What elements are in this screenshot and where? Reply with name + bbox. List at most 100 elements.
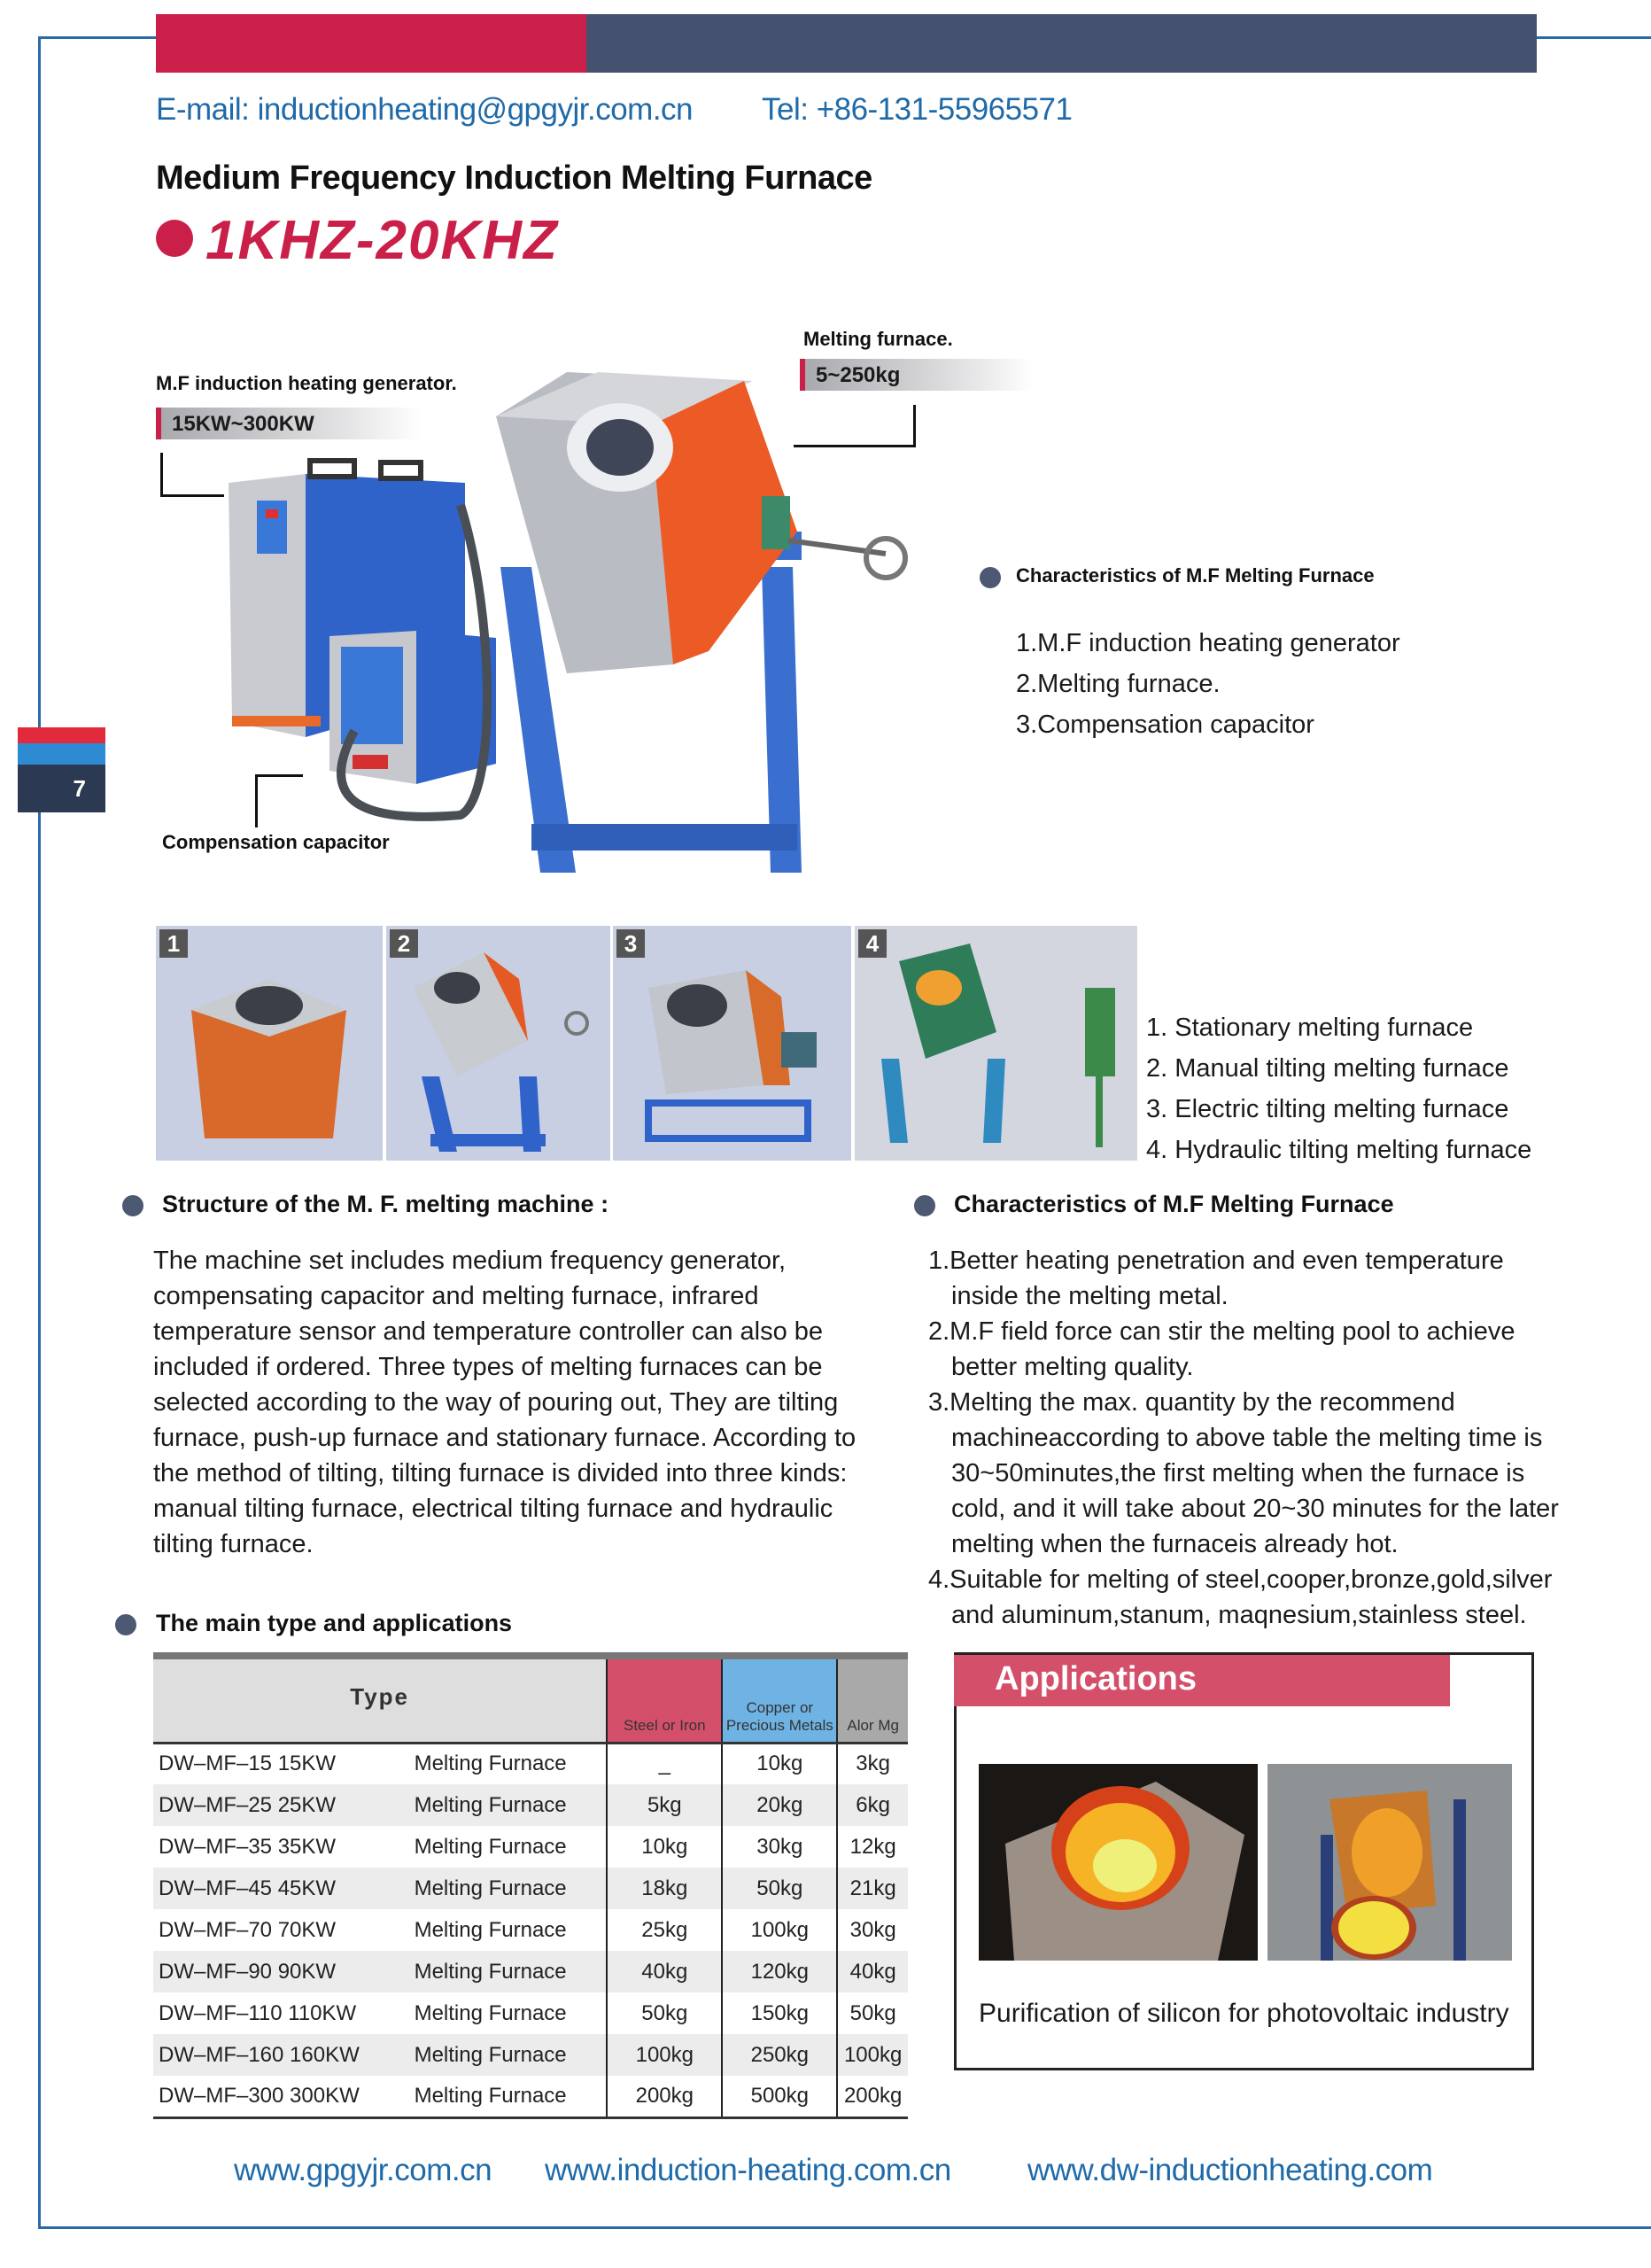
cell-type: Melting Furnace [414,2083,567,2108]
cell-al-mg: 40kg [836,1951,908,1992]
callout-line [913,405,916,447]
list-item: 1. Stationary melting furnace [1146,1014,1474,1042]
bullet-icon [115,1614,136,1635]
cell-copper: 30kg [721,1826,838,1868]
cell-steel: _ [606,1743,723,1784]
characteristics-top-list: 1.M.F induction heating generator 2.Melt… [1016,623,1400,745]
cell-copper: 50kg [721,1868,838,1909]
bullet-icon [122,1195,143,1216]
applications-heading: Applications [954,1655,1450,1706]
callout-line [160,494,224,497]
cell-type: Melting Furnace [408,2034,608,2076]
header-steel: Steel or Iron [606,1656,723,1744]
list-item: 3. Electric tilting melting furnace [1146,1095,1509,1123]
header-bar-red [156,14,586,73]
structure-heading-text: Structure of the M. F. melting machine [162,1191,594,1217]
specs-table: Type Steel or Iron Copper or Precious Me… [153,1652,908,2119]
cell-model: DW–MF–160 160KW [153,2034,409,2076]
cell-model: DW–MF–300 300KW [159,2083,360,2108]
cell-al-mg: 12kg [836,1826,908,1868]
application-photo-pouring [1267,1764,1512,1961]
cell-steel: 200kg [606,2076,723,2117]
frame-line-bottom [38,2226,1651,2229]
frequency-range: 1KHZ-20KHZ [205,210,559,271]
page-tab-red [18,727,105,743]
thumbnail-stationary: 1 [156,926,383,1161]
cell-copper: 120kg [721,1951,838,1992]
list-item: 2.M.F field force can stir the melting p… [928,1317,1515,1381]
list-item: 1.Better heating penetration and even te… [928,1247,1504,1310]
cell-type: Melting Furnace [414,1917,567,1942]
cell-copper: 10kg [721,1743,838,1784]
page-title: Medium Frequency Induction Melting Furna… [156,159,872,197]
cell-al-mg: 200kg [836,2076,908,2117]
cell-al-mg: 30kg [836,1909,908,1951]
furnace-callout-value: 5~250kg [800,359,1034,391]
thumbnail-number: 3 [616,929,645,958]
list-item: 4. Hydraulic tilting melting furnace [1146,1136,1532,1164]
thumbnail-number: 4 [858,929,887,958]
cell-steel: 100kg [606,2034,723,2076]
callout-line [160,453,163,497]
cell-al-mg: 100kg [836,2034,908,2076]
cell-steel: 10kg [606,1826,723,1868]
capacitor-box [329,631,496,784]
list-item: 3.Compensation capacitor [1016,711,1314,739]
cell-copper: 150kg [721,1992,838,2034]
cell-steel: 18kg [606,1868,723,1909]
bullet-icon [914,1195,935,1216]
characteristics-top-heading: Characteristics of M.F Melting Furnace [1016,564,1375,586]
callout-line [255,774,303,777]
list-item: 2. Manual tilting melting furnace [1146,1054,1509,1083]
cell-model: DW–MF–90 90KW [153,1951,409,1992]
cell-copper: 20kg [721,1784,838,1826]
machine-illustration [229,372,908,873]
header-al-mg: Alor Mg [836,1656,908,1744]
cell-type: Melting Furnace [414,1751,567,1776]
cell-al-mg: 50kg [836,1992,908,2034]
cell-type: Melting Furnace [414,2000,567,2025]
structure-heading: Structure of the M. F. melting machine : [162,1191,608,1218]
list-item: 1.M.F induction heating generator [1016,629,1400,657]
header-type: Type [153,1656,608,1744]
footer-link-2[interactable]: www.induction-heating.com.cn [545,2153,951,2187]
footer-link-3[interactable]: www.dw-inductionheating.com [1027,2153,1433,2187]
header-bar-navy [586,14,1537,73]
applications-caption: Purification of silicon for photovoltaic… [979,1999,1509,2028]
cell-al-mg: 3kg [836,1743,908,1784]
cell-model: DW–MF–15 15KW [159,1751,337,1776]
cell-model: DW–MF–45 45KW [153,1868,409,1909]
cell-model: DW–MF–35 35KW [159,1834,337,1859]
characteristics-list: 1.Better heating penetration and even te… [928,1243,1566,1633]
thumbnail-hydraulic: 4 [855,926,1137,1161]
list-item: 2.Melting furnace. [1016,670,1221,698]
cell-steel: 5kg [606,1784,723,1826]
furnace-stand [500,532,802,873]
list-item: 3.Melting the max. quantity by the recom… [928,1388,1559,1558]
thumbnail-electric: 3 [613,926,851,1161]
cell-type: Melting Furnace [408,1951,608,1992]
footer-link-1[interactable]: www.gpgyjr.com.cn [234,2153,492,2187]
furnace-body [496,372,908,673]
frame-line-left [38,36,41,2228]
characteristics-heading: Characteristics of M.F Melting Furnace [954,1191,1394,1217]
callout-line [794,445,916,447]
cell-type: Melting Furnace [408,1784,608,1826]
cell-al-mg: 21kg [836,1868,908,1909]
cell-steel: 40kg [606,1951,723,1992]
cell-copper: 500kg [721,2076,838,2117]
callout-line [255,774,258,827]
applications-box [954,1652,1534,2070]
cell-copper: 100kg [721,1909,838,1951]
furnace-types-list: 1. Stationary melting furnace 2. Manual … [1146,1007,1531,1170]
cell-steel: 25kg [606,1909,723,1951]
cell-copper: 250kg [721,2034,838,2076]
structure-paragraph: The machine set includes medium frequenc… [153,1247,857,1558]
